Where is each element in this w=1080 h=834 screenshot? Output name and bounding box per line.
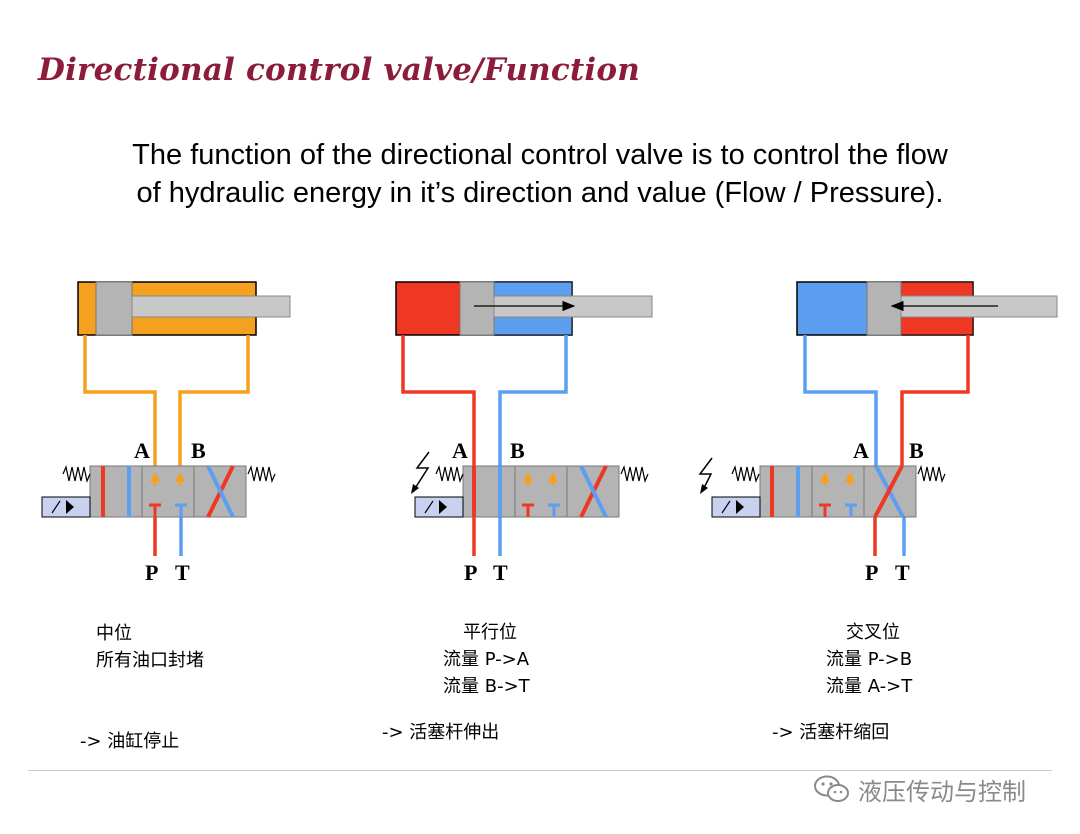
caption-line-1: 所有油口封堵 [96, 650, 204, 671]
solenoid-icon [414, 496, 464, 518]
port-p-label: P [145, 560, 158, 585]
port-t-label: T [493, 560, 508, 585]
spring-icon [620, 465, 649, 483]
spring-icon [917, 465, 946, 483]
port-t-label: T [895, 560, 910, 585]
solenoid-icon [711, 496, 761, 518]
caption-heading: 中位 [96, 623, 132, 644]
valve-diagram-parallel: A B P T [395, 281, 653, 585]
description-line-2: of hydraulic energy in it’s direction an… [136, 177, 944, 209]
port-t-label: T [175, 560, 190, 585]
cylinder [796, 281, 1058, 336]
port-p-label: P [464, 560, 477, 585]
slide-title: Directional control valve/Function [38, 52, 641, 88]
description: The function of the directional control … [40, 136, 1040, 212]
port-a-label: A [134, 438, 150, 463]
caption-center: 中位 所有油口封堵 [96, 620, 204, 674]
port-b-label: B [191, 438, 206, 463]
spring-icon [435, 465, 464, 483]
spring-icon [62, 465, 91, 483]
spring-icon [247, 465, 276, 483]
result-cross: -> 活塞杆缩回 [772, 722, 890, 743]
watermark: 液压传动与控制 [812, 772, 1026, 806]
valve-body [759, 465, 917, 518]
cylinder [77, 281, 291, 336]
result-center: -> 油缸停止 [80, 731, 180, 752]
solenoid-icon [41, 496, 91, 518]
caption-line-2: 流量 A->T [826, 676, 913, 697]
lightning-icon [413, 451, 430, 491]
port-p-label: P [865, 560, 878, 585]
hydraulic-lines [401, 335, 568, 556]
valve-body [89, 465, 247, 518]
caption-cross: 交叉位 流量 P->B 流量 A->T [826, 619, 912, 700]
description-line-1: The function of the directional control … [132, 139, 948, 171]
spring-icon [731, 465, 760, 483]
cylinder [395, 281, 653, 336]
footer-divider [28, 770, 1052, 771]
watermark-text: 液压传动与控制 [858, 777, 1026, 806]
result-parallel: -> 活塞杆伸出 [382, 722, 500, 743]
hydraulic-lines [83, 335, 250, 556]
caption-line-1: 流量 P->A [443, 649, 530, 670]
wechat-logo-icon [814, 775, 849, 802]
valve-body [462, 465, 620, 518]
caption-heading: 交叉位 [846, 622, 900, 643]
caption-line-1: 流量 P->B [826, 649, 913, 670]
caption-line-2: 流量 B->T [443, 676, 530, 697]
caption-parallel: 平行位 流量 P->A 流量 B->T [443, 619, 530, 700]
port-a-label: A [452, 438, 468, 463]
caption-heading: 平行位 [463, 622, 517, 643]
port-b-label: B [510, 438, 525, 463]
lightning-icon [698, 457, 713, 491]
valve-diagram-center: A B P T [41, 281, 291, 585]
hydraulic-lines [803, 335, 970, 556]
port-b-label: B [909, 438, 924, 463]
valve-diagram-cross: A B P T [698, 281, 1058, 585]
port-a-label: A [853, 438, 869, 463]
